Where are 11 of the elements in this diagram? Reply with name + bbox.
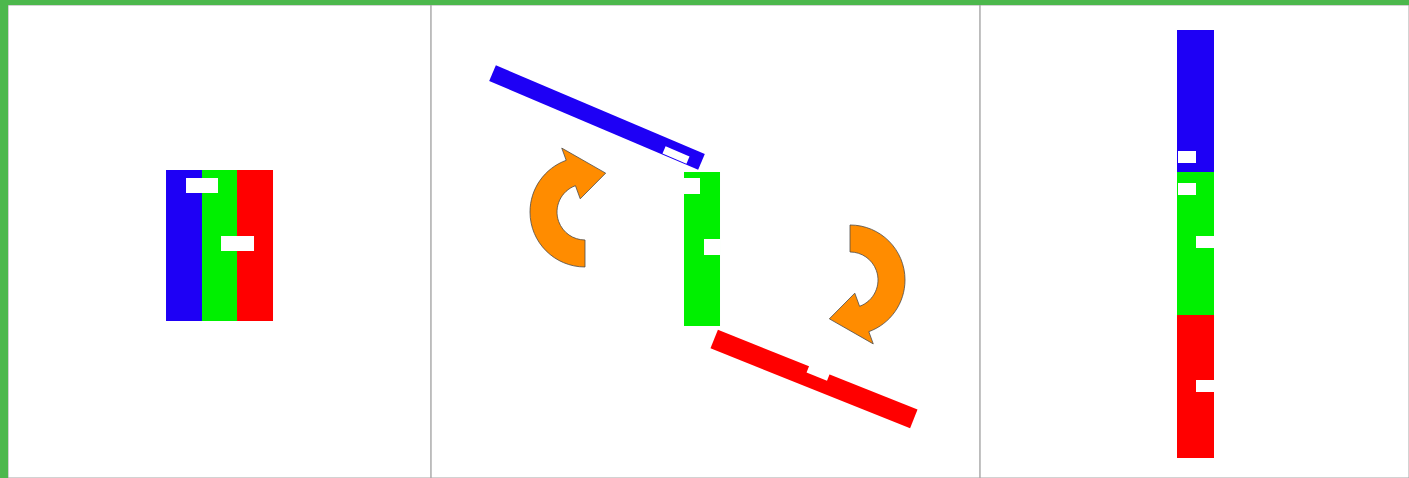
strip — [202, 170, 237, 321]
strip — [489, 65, 705, 170]
strip — [684, 172, 720, 326]
strip — [1177, 172, 1214, 315]
strip — [166, 170, 202, 321]
strip — [1177, 30, 1214, 172]
strip — [710, 329, 918, 429]
strip — [1177, 315, 1214, 458]
panel — [430, 4, 981, 478]
strip — [237, 170, 273, 321]
panel — [7, 4, 432, 478]
